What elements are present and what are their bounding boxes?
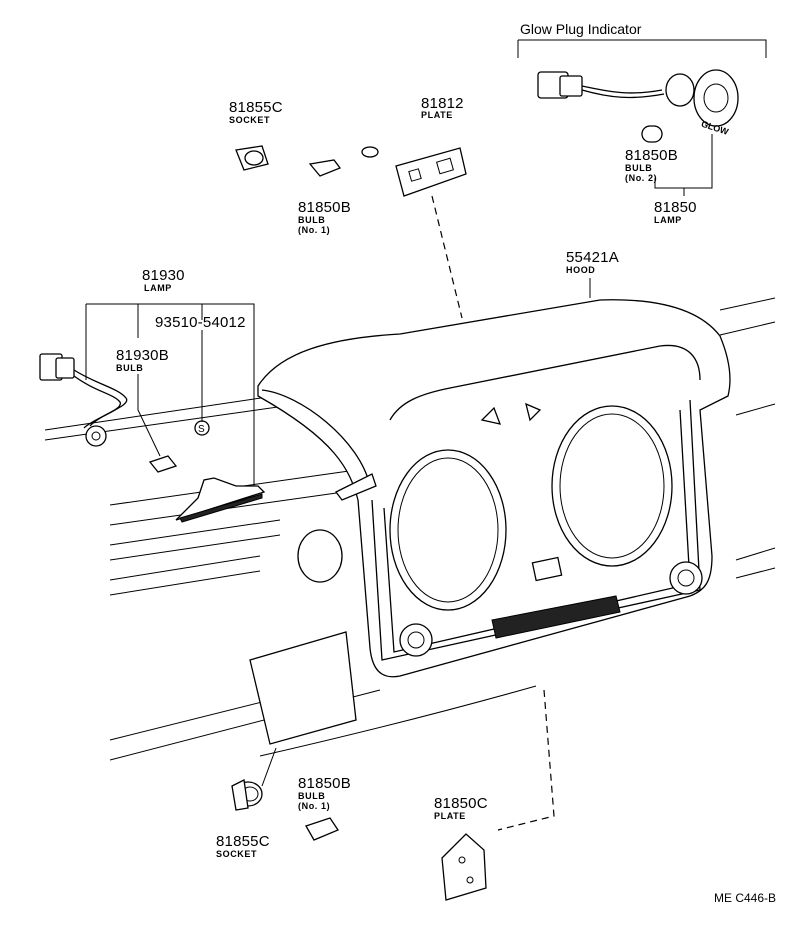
screw-symbol-text: S bbox=[198, 424, 205, 435]
bulb-top-desc: BULB bbox=[298, 215, 326, 225]
bulb-left-part-number: 81930B bbox=[116, 347, 169, 364]
bulb-top-note: (No. 1) bbox=[298, 225, 331, 235]
bulb-glow-part-number: 81850B bbox=[625, 147, 678, 164]
reference-code: ME C446-B bbox=[714, 891, 777, 905]
glow-section-title: Glow Plug Indicator bbox=[520, 21, 642, 37]
socket-top-part-number: 81855C bbox=[229, 99, 283, 116]
glow-leader bbox=[684, 134, 713, 189]
bulb-top-icon bbox=[308, 159, 342, 177]
plate-top-dashed-leader bbox=[431, 195, 463, 319]
lamp-left-housing-icon bbox=[175, 477, 266, 523]
hood-desc: HOOD bbox=[566, 265, 596, 275]
plate-bottom-part-number: 81850C bbox=[434, 795, 488, 812]
plate-bottom-dashed-leader bbox=[497, 689, 555, 831]
lamp-left-bracket bbox=[85, 303, 255, 486]
lamp-left-desc: LAMP bbox=[144, 283, 172, 293]
bulb-bottom-desc: BULB bbox=[298, 791, 326, 801]
glow-indicator-lamp-icon: GLOW bbox=[537, 69, 739, 137]
clip-top-icon bbox=[361, 146, 379, 158]
screw-symbol-icon: S bbox=[194, 420, 210, 436]
hood-part-number: 55421A bbox=[566, 249, 619, 266]
bulb-bottom-note: (No. 1) bbox=[298, 801, 331, 811]
bulb-bottom-part-number: 81850B bbox=[298, 775, 351, 792]
lamp-glow-desc: LAMP bbox=[654, 215, 682, 225]
plate-top-desc: PLATE bbox=[421, 110, 453, 120]
glow-bracket bbox=[654, 178, 685, 196]
plate-bottom-desc: PLATE bbox=[434, 811, 466, 821]
socket-bottom-desc: SOCKET bbox=[216, 849, 258, 859]
bulb-top-part-number: 81850B bbox=[298, 199, 351, 216]
bulb-left-icon bbox=[148, 455, 178, 473]
socket-bottom-icon bbox=[231, 779, 263, 811]
hood-cluster-icon bbox=[257, 299, 731, 678]
plate-bottom-icon bbox=[441, 833, 487, 901]
bulb-bottom-icon bbox=[305, 817, 339, 841]
glow-bulb-icon bbox=[641, 125, 663, 143]
lamp-left-wiring-icon bbox=[39, 353, 128, 447]
dashboard-panel-lines bbox=[44, 297, 776, 761]
socket-bottom-leader bbox=[261, 747, 277, 787]
plate-top-part-number: 81812 bbox=[421, 95, 464, 112]
bulb-left-desc: BULB bbox=[116, 363, 144, 373]
socket-top-icon bbox=[235, 145, 269, 171]
plate-top-icon bbox=[395, 147, 467, 197]
bulb-glow-desc: BULB bbox=[625, 163, 653, 173]
socket-top-desc: SOCKET bbox=[229, 115, 271, 125]
lamp-glow-part-number: 81850 bbox=[654, 199, 697, 216]
bulb-glow-note: (No. 2) bbox=[625, 173, 658, 183]
screw-part-number: 93510-54012 bbox=[155, 314, 246, 331]
socket-bottom-part-number: 81855C bbox=[216, 833, 270, 850]
lamp-left-part-number: 81930 bbox=[142, 267, 185, 284]
glow-section-bracket bbox=[517, 39, 767, 58]
